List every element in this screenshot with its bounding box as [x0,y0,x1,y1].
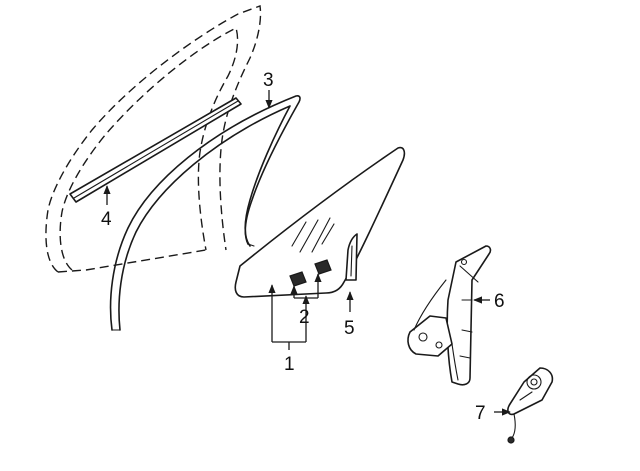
leader-lines [103,90,511,416]
belt-weatherstrip [69,97,242,203]
door-glass [234,146,406,298]
regulator-motor [507,367,554,444]
glass-clips [289,259,332,287]
callout-7: 7 [475,403,486,424]
callout-6: 6 [494,291,505,312]
callout-4: 4 [101,209,112,230]
callout-3: 3 [263,70,274,91]
door-frame-phantom [45,5,262,273]
window-regulator [407,245,492,386]
callout-2: 2 [299,307,310,328]
callout-1: 1 [284,354,295,375]
rear-run-channel [345,233,358,281]
glass-run-channel [109,95,301,331]
callout-5: 5 [344,318,355,339]
